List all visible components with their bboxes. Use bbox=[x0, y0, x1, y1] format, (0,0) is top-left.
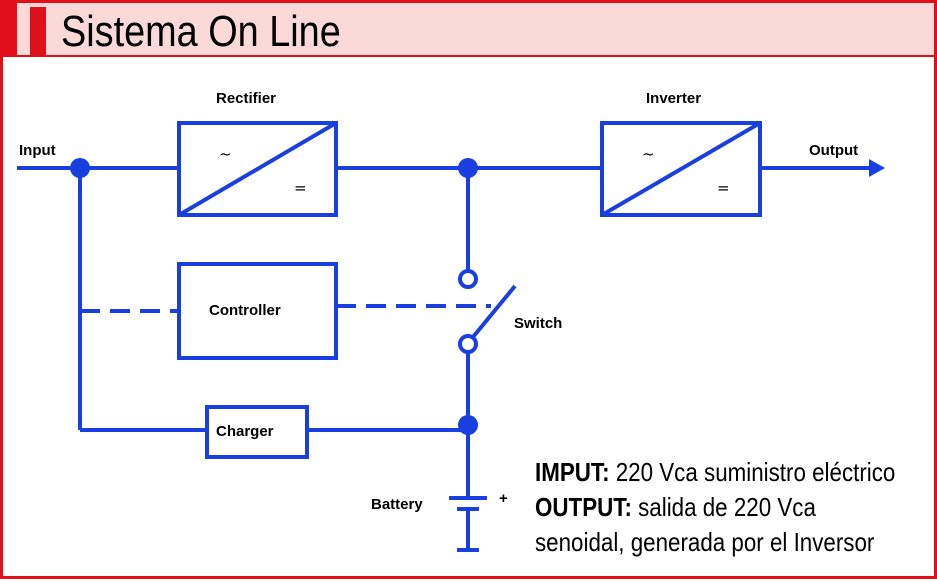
charger-label: Charger bbox=[216, 423, 274, 440]
title-accent-bar-2 bbox=[30, 7, 46, 55]
output-arrow-icon bbox=[869, 159, 885, 177]
controller-box bbox=[177, 262, 338, 360]
notes-output-line-2: senoidal, generada por el Inversor bbox=[535, 527, 875, 557]
battery-label: Battery bbox=[371, 496, 423, 513]
input-junction-dot bbox=[70, 158, 90, 178]
dc-bus-junction-dot bbox=[458, 158, 478, 178]
notes-input-key: IMPUT: bbox=[535, 457, 610, 487]
output-label: Output bbox=[809, 142, 858, 159]
battery-plus-label: + bbox=[499, 490, 508, 507]
switch-label: Switch bbox=[514, 315, 562, 332]
inverter-dc-symbol: = bbox=[717, 179, 730, 197]
notes-output-key: OUTPUT: bbox=[535, 492, 632, 522]
notes-block: IMPUT: 220 Vca suministro eléctrico OUTP… bbox=[535, 455, 895, 560]
inverter-diagonal bbox=[600, 121, 762, 217]
rectifier-box bbox=[177, 121, 338, 217]
inverter-ac-symbol: ~ bbox=[642, 145, 655, 163]
battery-junction-dot bbox=[458, 415, 478, 435]
rectifier-label: Rectifier bbox=[216, 90, 276, 107]
switch-blade bbox=[471, 284, 517, 339]
controller-label: Controller bbox=[209, 302, 281, 319]
charger-box bbox=[205, 405, 309, 459]
rectifier-diagonal bbox=[177, 121, 338, 217]
notes-input-text: 220 Vca suministro eléctrico bbox=[609, 457, 896, 487]
switch-contact-bottom bbox=[458, 334, 478, 354]
notes-output-line: OUTPUT: salida de 220 Vca bbox=[535, 490, 888, 525]
title-accent-bar bbox=[3, 3, 17, 55]
online-ups-diagram: Input Output Rectifier Inverter Controll… bbox=[17, 90, 885, 552]
title-bar: Sistema On Line bbox=[3, 3, 934, 57]
inverter-box bbox=[600, 121, 762, 217]
inverter-label: Inverter bbox=[646, 90, 701, 107]
notes-input-line: IMPUT: 220 Vca suministro eléctrico bbox=[535, 455, 895, 490]
rectifier-ac-symbol: ~ bbox=[219, 145, 232, 163]
input-label: Input bbox=[19, 142, 56, 159]
rectifier-dc-symbol: = bbox=[294, 179, 307, 197]
notes-output-text: salida de 220 Vca bbox=[631, 492, 816, 522]
switch-contact-top bbox=[458, 269, 478, 289]
slide-title: Sistema On Line bbox=[61, 7, 341, 56]
